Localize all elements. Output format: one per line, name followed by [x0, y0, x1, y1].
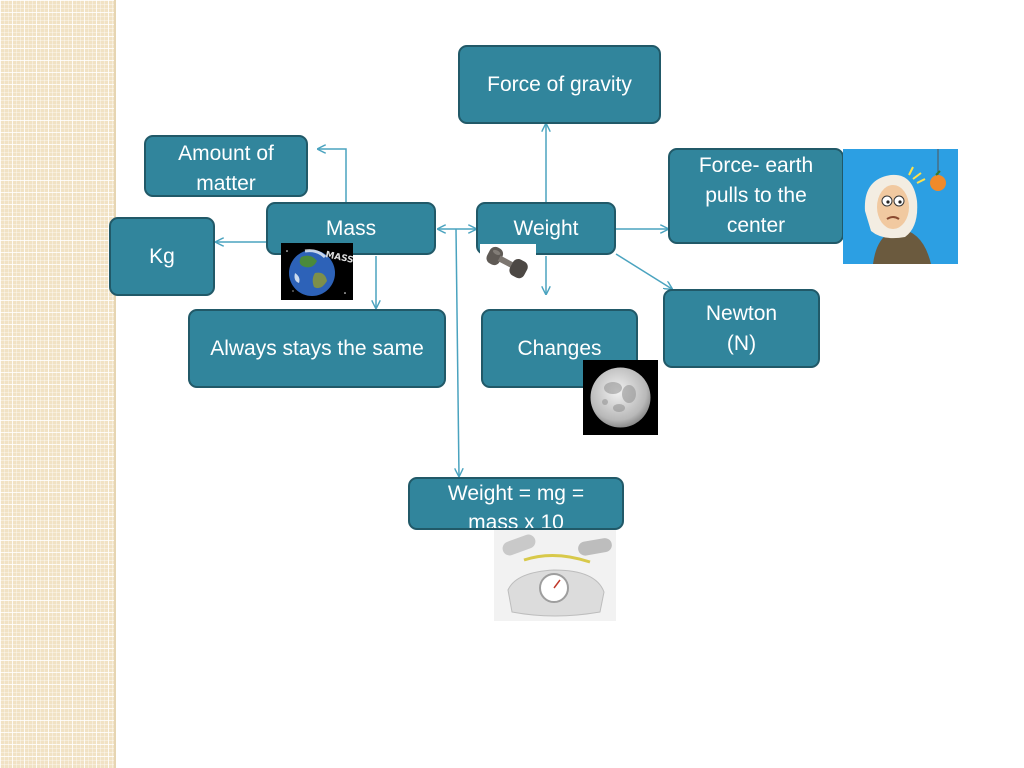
- node-formula: Weight = mg = mass x 10: [408, 477, 624, 530]
- sidebar-pattern: [0, 0, 116, 768]
- node-force-earth: Force- earth pulls to the center: [668, 148, 844, 244]
- dumbbell-icon: [480, 244, 536, 282]
- node-label: Newton (N): [705, 302, 778, 355]
- earth-icon: MASS: [281, 243, 353, 300]
- arrow-to-formula: [456, 228, 459, 476]
- node-label: Force of gravity: [487, 72, 632, 96]
- arrow-weight-to-newton: [615, 253, 672, 289]
- newton-apple-icon: [843, 149, 958, 264]
- node-force-of-gravity: Force of gravity: [458, 45, 661, 124]
- node-weight: Weight: [476, 202, 616, 255]
- node-label: Mass: [325, 216, 377, 240]
- node-label: Weight: [513, 216, 579, 240]
- node-label: Changes: [517, 336, 602, 360]
- node-label: Force- earth pulls to the center: [698, 154, 814, 237]
- node-kg: Kg: [109, 217, 215, 296]
- moon-icon: [583, 360, 658, 435]
- node-label: Amount of matter: [178, 142, 274, 195]
- node-amount-of-matter: Amount of matter: [144, 135, 308, 197]
- arrow-mass-to-matter: [318, 149, 347, 202]
- node-label: Weight = mg = mass x 10: [447, 482, 585, 530]
- node-label: Always stays the same: [210, 336, 424, 360]
- node-always-same: Always stays the same: [188, 309, 446, 388]
- bathroom-scale-icon: [494, 530, 616, 621]
- node-newton: Newton (N): [663, 289, 820, 368]
- node-label: Kg: [149, 244, 175, 268]
